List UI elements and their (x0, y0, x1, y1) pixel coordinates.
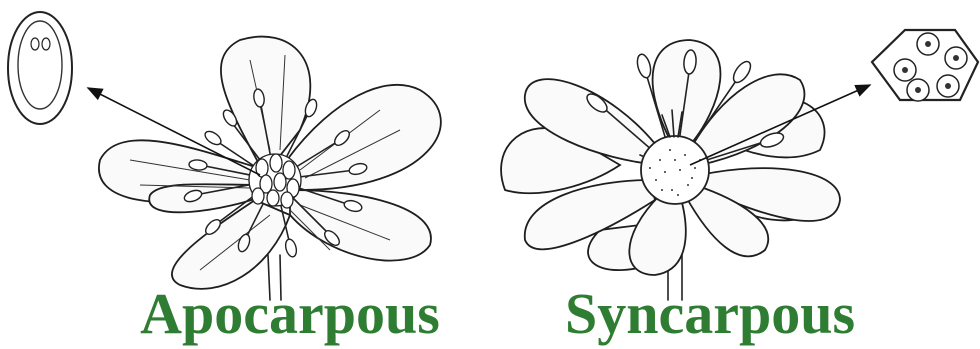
syncarpous-ovary-section-inset (872, 30, 978, 101)
apocarpous-carpel-section-inset (8, 12, 72, 124)
syncarpous-label: Syncarpous (545, 282, 875, 346)
syncarpous-flower-illustration (501, 40, 840, 300)
apocarpous-flower-illustration (99, 37, 441, 300)
apocarpous-label: Apocarpous (120, 282, 460, 346)
